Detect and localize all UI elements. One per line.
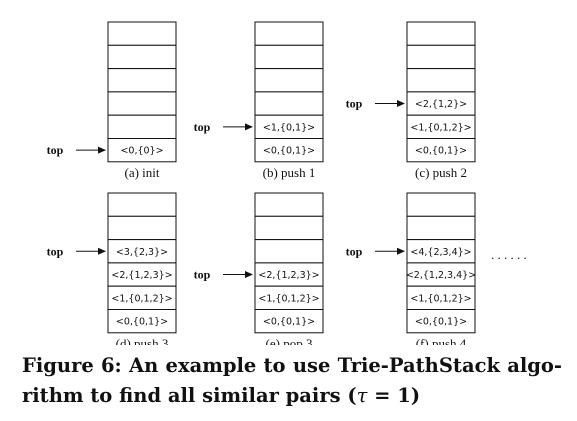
stack-entry: <1,{0,1,2}> <box>410 122 471 133</box>
stack-entry: <2,{1,2}> <box>415 99 467 110</box>
stack-entry: <2,{1,2,3,4}> <box>406 270 476 281</box>
stack-cell <box>254 215 324 241</box>
stack-entry: <0,{0}> <box>120 146 163 157</box>
stack-cell <box>107 138 177 163</box>
panel-caption: (d) push 3 <box>116 336 169 345</box>
top-label: top <box>346 97 363 111</box>
stack-cell <box>107 44 177 70</box>
stack-cell <box>254 239 324 264</box>
panel-caption: (c) push 2 <box>415 165 467 180</box>
ellipsis: . . . . . . <box>491 247 527 262</box>
stack-panel: <0,{0}> top (a) init <box>47 21 177 180</box>
top-label: top <box>47 143 64 157</box>
stack-cell <box>406 192 476 217</box>
caption-line-2: rithm to find all similar pairs (τ = 1) <box>22 382 562 410</box>
stack-cell <box>254 192 324 217</box>
stack-diagram: <0,{0}> top (a) init <1,{0,1}> <0,{0,1}> top (… <box>47 21 527 345</box>
stack-cell <box>406 138 476 163</box>
stack-panel: <2,{1,2}> <1,{0,1,2}> <0,{0,1}> top (c) push… <box>346 21 476 180</box>
stack-entry: <1,{0,1}> <box>263 122 315 133</box>
figure-caption: Figure 6: An example to use Trie-PathSta… <box>22 352 562 410</box>
stack-entry: <0,{0,1}> <box>415 317 467 328</box>
caption-line-2-text: rithm to find all similar pairs ( <box>22 384 357 407</box>
tau-symbol: τ <box>356 384 368 407</box>
stack-cell <box>254 44 324 70</box>
stack-cell <box>406 68 476 93</box>
stack-entry: <1,{0,1,2}> <box>111 293 172 304</box>
stack-entry: <0,{0,1}> <box>263 317 315 328</box>
stack-entry: <2,{1,2,3}> <box>258 270 319 281</box>
stack-cell <box>107 114 177 139</box>
stack-cell <box>107 91 177 116</box>
top-label: top <box>47 244 64 258</box>
panel-caption: (a) init <box>124 165 159 180</box>
stack-entry: <4,{2,3,4}> <box>410 247 471 258</box>
stack-cell <box>107 68 177 93</box>
panel-caption: (b) push 1 <box>263 165 316 180</box>
stack-cell <box>254 68 324 93</box>
top-label: top <box>194 268 211 282</box>
stack-entry: <1,{0,1,2}> <box>258 293 319 304</box>
stack-cell <box>254 91 324 116</box>
stack-cell <box>107 309 177 334</box>
stack-panel: <3,{2,3}> <2,{1,2,3}> <1,{0,1,2}> <0,{0,1}>… <box>47 192 177 345</box>
top-label: top <box>346 244 363 258</box>
stack-cell <box>254 309 324 334</box>
stack-entry: <0,{0,1}> <box>116 317 168 328</box>
stack-entry: <3,{2,3}> <box>116 247 168 258</box>
stack-cell <box>107 192 177 217</box>
stack-entry: <2,{1,2,3}> <box>111 270 172 281</box>
stack-cell <box>254 138 324 163</box>
panel-caption: (e) pop 3 <box>266 336 313 345</box>
stack-entry: <0,{0,1}> <box>415 146 467 157</box>
stack-entry: <0,{0,1}> <box>263 146 315 157</box>
caption-line-1: Figure 6: An example to use Trie-PathSta… <box>22 354 562 377</box>
stack-cell <box>254 21 324 46</box>
stack-cell <box>406 309 476 334</box>
stack-panel: <4,{2,3,4}> <2,{1,2,3,4}> <1,{0,1,2}> <0,{0… <box>346 192 476 345</box>
stack-cell <box>406 44 476 70</box>
top-label: top <box>194 120 211 134</box>
stack-cell <box>406 21 476 46</box>
stack-cell <box>107 215 177 241</box>
stack-panel: <1,{0,1}> <0,{0,1}> top (b) push 1 <box>194 21 324 180</box>
caption-line-2-end: = 1) <box>367 384 421 407</box>
panel-caption: (f) push 4 <box>416 336 467 345</box>
stack-panel: <2,{1,2,3}> <1,{0,1,2}> <0,{0,1}> top (e) po… <box>194 192 324 345</box>
stack-entry: <1,{0,1,2}> <box>410 293 471 304</box>
stack-cell <box>107 21 177 46</box>
stack-cell <box>406 215 476 241</box>
